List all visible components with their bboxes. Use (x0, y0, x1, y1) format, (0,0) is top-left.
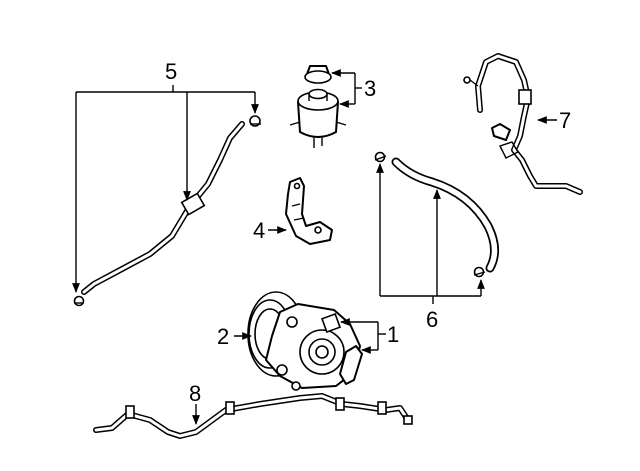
pressure-line-icon (463, 53, 583, 195)
callout-5-leaders (72, 85, 259, 293)
power-steering-pump-icon (247, 291, 363, 391)
callout-label-2: 2 (217, 324, 229, 349)
callout-label-3: 3 (364, 76, 376, 101)
callout-6-leaders (376, 163, 485, 304)
return-hose-icon (73, 115, 261, 307)
callout-1-leaders (340, 318, 386, 354)
supply-hose-icon (374, 151, 499, 278)
bracket-icon (285, 177, 333, 245)
callout-label-4: 4 (253, 218, 265, 243)
callout-label-7: 7 (559, 108, 571, 133)
reservoir-icon (289, 65, 347, 148)
cooler-line-icon (93, 393, 413, 439)
callout-label-8: 8 (189, 381, 201, 406)
callout-label-1: 1 (387, 322, 399, 347)
callout-3-leaders (331, 69, 362, 108)
callout-label-5: 5 (165, 59, 177, 84)
callout-label-6: 6 (426, 307, 438, 332)
